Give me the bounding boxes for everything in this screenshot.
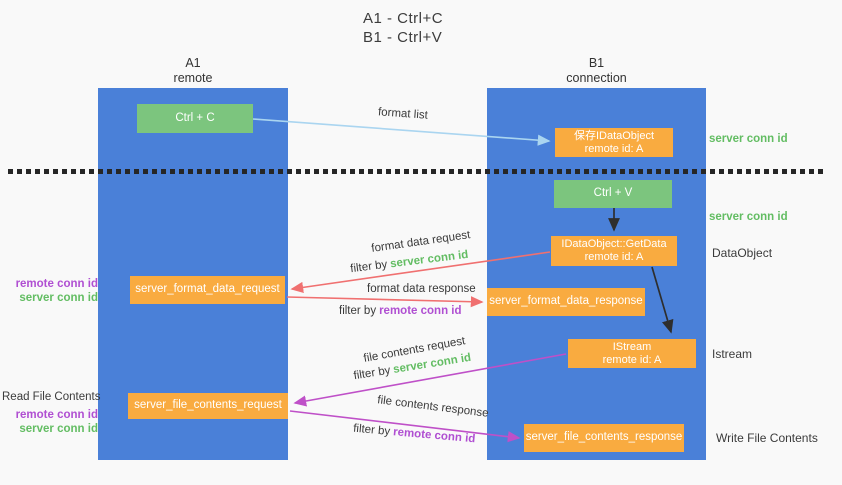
node-idataobject-getdata-line2: remote id: A (584, 251, 644, 263)
title-line-2: B1 - Ctrl+V (363, 29, 443, 46)
phase-separator-dotted-line (8, 169, 823, 174)
node-server-file-contents-request-label: server_file_contents_request (134, 399, 282, 412)
lane-b-header: B1 connection (487, 56, 706, 86)
annotation-server-conn-id-top: server conn id (709, 133, 788, 145)
node-istream-line2: remote id: A (602, 353, 662, 366)
node-server-format-data-response-label: server_format_data_response (489, 295, 643, 308)
arrow-format-data-request (290, 251, 551, 293)
annotation-server-conn-id-mid-left: server conn id (19, 292, 98, 304)
node-save-idataobject: 保存IDataObject remote id: A (555, 128, 673, 157)
node-istream-line1: IStream (612, 340, 652, 353)
lane-a-header: A1 remote (98, 56, 288, 86)
lane-a-name: remote (173, 71, 213, 85)
node-server-format-data-request: server_format_data_request (130, 276, 285, 304)
node-ctrl-c: Ctrl + C (137, 104, 253, 133)
node-server-file-contents-request: server_file_contents_request (128, 393, 288, 419)
arrow-getdata-to-istream (651, 266, 674, 334)
filter-by-text: filter by (339, 305, 377, 317)
diagram-title: A1 - Ctrl+C B1 - Ctrl+V (363, 9, 443, 47)
annotation-read-file-contents: Read File Contents (2, 391, 101, 403)
lane-b-id: B1 (588, 56, 605, 70)
annotation-istream: Istream (712, 347, 753, 361)
annotation-server-conn-id-mid: server conn id (709, 211, 788, 223)
node-server-format-data-request-label: server_format_data_request (135, 283, 280, 296)
annotation-write-file-contents: Write File Contents (716, 431, 818, 445)
lane-a-id: A1 (185, 56, 201, 70)
annotation-remote-conn-id-mid: remote conn id (15, 278, 98, 290)
remote-conn-id-key: remote conn id (379, 305, 462, 317)
title-line-1: A1 - Ctrl+C (363, 10, 444, 27)
arrow-file-contents-request (293, 353, 567, 407)
label-format-data-response: format data response (367, 283, 476, 295)
node-ctrl-c-label: Ctrl + C (175, 111, 215, 124)
node-ctrl-v: Ctrl + V (554, 180, 672, 208)
arrow-file-contents-response (289, 410, 521, 443)
node-idataobject-getdata-line1: IDataObject::GetData (561, 238, 667, 250)
arrow-format-list (252, 118, 551, 146)
node-ctrl-v-label: Ctrl + V (593, 187, 633, 200)
node-server-file-contents-response: server_file_contents_response (524, 424, 684, 452)
annotation-server-conn-id-bottom: server conn id (19, 423, 98, 435)
node-server-format-data-response: server_format_data_response (487, 288, 645, 316)
node-server-file-contents-response-label: server_file_contents_response (525, 431, 683, 444)
node-idataobject-getdata: IDataObject::GetData remote id: A (551, 236, 677, 266)
node-save-idataobject-line1: 保存IDataObject (573, 129, 655, 142)
arrow-format-data-response (286, 296, 484, 308)
annotation-dataobject: DataObject (712, 246, 773, 260)
node-istream: IStream remote id: A (568, 339, 696, 368)
lane-b-name: connection (566, 71, 627, 85)
annotation-remote-conn-id-bottom: remote conn id (15, 409, 98, 421)
node-save-idataobject-line2: remote id: A (584, 142, 644, 155)
